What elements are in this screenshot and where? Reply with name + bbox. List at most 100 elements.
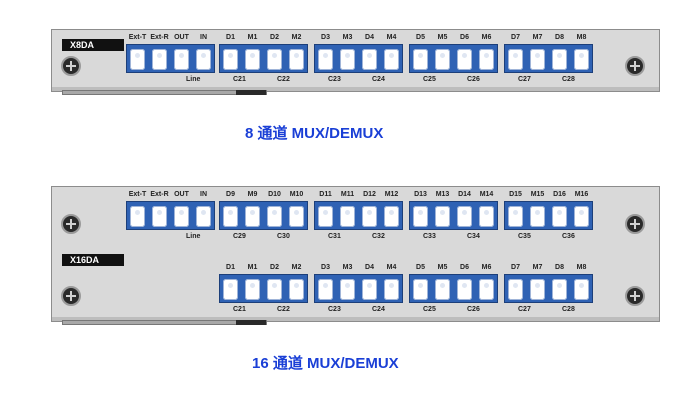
port-label: D8 xyxy=(555,34,564,41)
ejector-handle[interactable] xyxy=(62,90,267,95)
optical-port-d8[interactable] xyxy=(552,279,567,300)
channel-label: C35 xyxy=(518,233,531,240)
optical-port-d5[interactable] xyxy=(413,49,428,70)
port-label: M13 xyxy=(435,191,450,198)
port-label: M3 xyxy=(342,264,353,271)
optical-port-m3[interactable] xyxy=(340,49,355,70)
port-label: M7 xyxy=(532,264,543,271)
optical-port-m6[interactable] xyxy=(479,49,494,70)
optical-port-m10[interactable] xyxy=(289,206,304,227)
optical-port-d2[interactable] xyxy=(267,279,282,300)
optical-port-d3[interactable] xyxy=(318,49,333,70)
optical-port-m11[interactable] xyxy=(340,206,355,227)
optical-port-m7[interactable] xyxy=(530,279,545,300)
port-label: D13 xyxy=(414,191,427,198)
optical-port-d1[interactable] xyxy=(223,279,238,300)
optical-port-d12[interactable] xyxy=(362,206,377,227)
channel-label: C27 xyxy=(518,76,531,83)
lc-adapter-block xyxy=(219,44,308,73)
optical-port-d1[interactable] xyxy=(223,49,238,70)
lc-adapter-block xyxy=(126,201,215,230)
optical-port-d5[interactable] xyxy=(413,279,428,300)
optical-port-d6[interactable] xyxy=(457,279,472,300)
optical-port-m4[interactable] xyxy=(384,49,399,70)
optical-port-m14[interactable] xyxy=(479,206,494,227)
optical-port-d6[interactable] xyxy=(457,49,472,70)
optical-port-d8[interactable] xyxy=(552,49,567,70)
optical-port-m8[interactable] xyxy=(574,279,589,300)
channel-label: C22 xyxy=(277,306,290,313)
optical-port-d10[interactable] xyxy=(267,206,282,227)
port-label: D1 xyxy=(226,34,235,41)
optical-port-m4[interactable] xyxy=(384,279,399,300)
lc-adapter-block xyxy=(126,44,215,73)
optical-port-d13[interactable] xyxy=(413,206,428,227)
port-label: D14 xyxy=(458,191,471,198)
channel-label: C27 xyxy=(518,306,531,313)
optical-port-d15[interactable] xyxy=(508,206,523,227)
port-label: D1 xyxy=(226,264,235,271)
port-label: OUT xyxy=(174,191,189,198)
optical-port-d7[interactable] xyxy=(508,49,523,70)
port-label: M10 xyxy=(289,191,304,198)
optical-port-d16[interactable] xyxy=(552,206,567,227)
optical-port-m12[interactable] xyxy=(384,206,399,227)
screw-icon xyxy=(61,56,81,76)
optical-port-d9[interactable] xyxy=(223,206,238,227)
optical-port-m15[interactable] xyxy=(530,206,545,227)
ejector-handle[interactable] xyxy=(62,320,267,325)
port-label: M12 xyxy=(384,191,399,198)
optical-port-m3[interactable] xyxy=(340,279,355,300)
optical-port-ext-r[interactable] xyxy=(152,206,167,227)
channel-label: C33 xyxy=(423,233,436,240)
optical-port-m16[interactable] xyxy=(574,206,589,227)
optical-port-m9[interactable] xyxy=(245,206,260,227)
screw-icon xyxy=(625,286,645,306)
optical-port-m8[interactable] xyxy=(574,49,589,70)
optical-port-d14[interactable] xyxy=(457,206,472,227)
optical-port-in[interactable] xyxy=(196,49,211,70)
port-label: M1 xyxy=(247,264,258,271)
channel-label: C30 xyxy=(277,233,290,240)
optical-port-out[interactable] xyxy=(174,206,189,227)
optical-port-m1[interactable] xyxy=(245,49,260,70)
optical-port-m13[interactable] xyxy=(435,206,450,227)
port-label: D5 xyxy=(416,264,425,271)
optical-port-d4[interactable] xyxy=(362,279,377,300)
optical-port-m6[interactable] xyxy=(479,279,494,300)
port-label: IN xyxy=(200,191,207,198)
port-label: Ext-T xyxy=(128,34,147,41)
port-label: D9 xyxy=(226,191,235,198)
channel-label: C23 xyxy=(328,306,341,313)
optical-port-ext-t[interactable] xyxy=(130,206,145,227)
optical-port-d2[interactable] xyxy=(267,49,282,70)
optical-port-d7[interactable] xyxy=(508,279,523,300)
port-label: D6 xyxy=(460,264,469,271)
line-label: Line xyxy=(186,76,201,83)
optical-port-m1[interactable] xyxy=(245,279,260,300)
optical-port-m2[interactable] xyxy=(289,279,304,300)
port-label: M9 xyxy=(247,191,258,198)
line-label: Line xyxy=(186,233,201,240)
optical-port-m5[interactable] xyxy=(435,49,450,70)
channel-label: C32 xyxy=(372,233,385,240)
optical-port-ext-t[interactable] xyxy=(130,49,145,70)
lc-adapter-block xyxy=(409,44,498,73)
port-label: D4 xyxy=(365,264,374,271)
optical-port-d4[interactable] xyxy=(362,49,377,70)
ejector-handle-tip xyxy=(236,90,266,95)
lc-adapter-block xyxy=(219,201,308,230)
optical-port-d3[interactable] xyxy=(318,279,333,300)
optical-port-in[interactable] xyxy=(196,206,211,227)
optical-port-m7[interactable] xyxy=(530,49,545,70)
optical-port-out[interactable] xyxy=(174,49,189,70)
port-label: M7 xyxy=(532,34,543,41)
optical-port-d11[interactable] xyxy=(318,206,333,227)
port-label: M5 xyxy=(437,34,448,41)
caption-16-channel: 16 通道 MUX/DEMUX xyxy=(252,355,399,372)
optical-port-m2[interactable] xyxy=(289,49,304,70)
port-label: D11 xyxy=(319,191,332,198)
optical-port-m5[interactable] xyxy=(435,279,450,300)
optical-port-ext-r[interactable] xyxy=(152,49,167,70)
caption-8-channel: 8 通道 MUX/DEMUX xyxy=(245,125,384,142)
